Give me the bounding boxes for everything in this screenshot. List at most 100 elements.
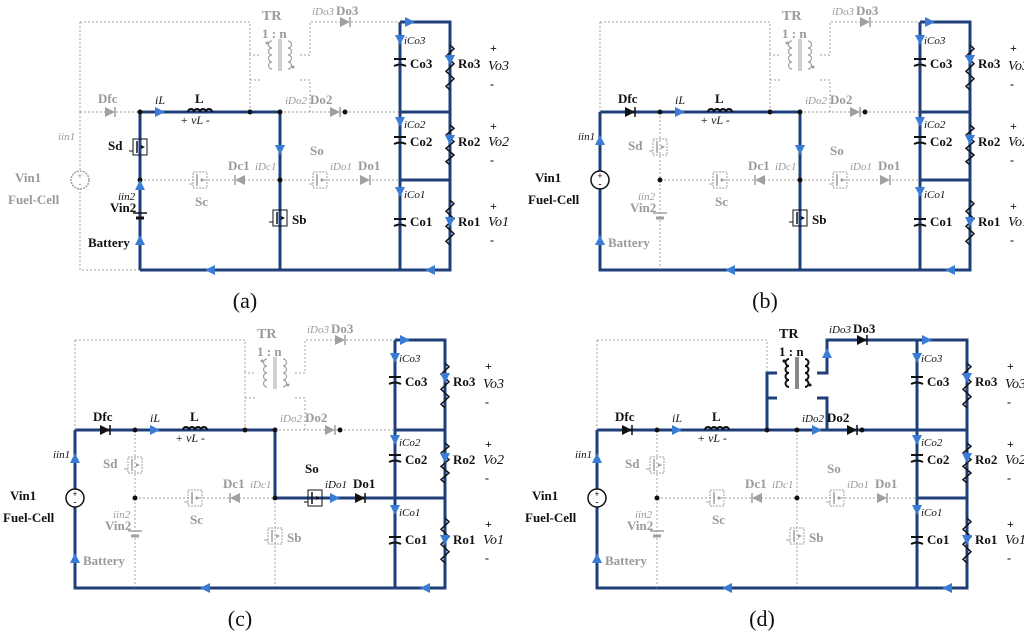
ratio-label: 1 : n bbox=[257, 344, 282, 359]
iin2-arrow bbox=[135, 180, 145, 190]
active-wire bbox=[73, 430, 135, 590]
vo1-label: Vo1 bbox=[483, 533, 504, 548]
iin1-label: iin1 bbox=[53, 449, 70, 461]
vo2-plus: + bbox=[490, 119, 497, 133]
fuelcell-source-plus: + bbox=[72, 489, 77, 499]
transformer-TR-dot2 bbox=[286, 383, 290, 387]
vo1-plus: + bbox=[1010, 199, 1017, 213]
fuelcell-source-plus: + bbox=[77, 171, 82, 181]
il-label: iL bbox=[155, 93, 165, 107]
do3-label: Do3 bbox=[331, 321, 354, 336]
ico2-label: iCo2 bbox=[404, 119, 426, 131]
do3-diode bbox=[335, 335, 345, 345]
ro2-label: Ro2 bbox=[453, 452, 475, 467]
co2-label: Co2 bbox=[405, 452, 427, 467]
ro1-label: Ro1 bbox=[975, 532, 997, 547]
arrow-top-right bbox=[400, 335, 410, 345]
switch-sd-body bbox=[136, 463, 140, 467]
switch-sd bbox=[649, 456, 665, 474]
junction-node bbox=[764, 427, 770, 433]
inactive-wire bbox=[80, 21, 251, 55]
junction-node bbox=[137, 109, 143, 115]
iin1-arrow bbox=[592, 453, 602, 463]
inactive-wire bbox=[300, 21, 400, 56]
sd-label: Sd bbox=[103, 456, 118, 471]
switch-sc-body bbox=[718, 496, 722, 500]
resistor-ro3 bbox=[444, 44, 456, 91]
transformer-TR-dot2 bbox=[808, 383, 812, 387]
inactive-wire bbox=[75, 339, 246, 373]
capacitor-co3-plate-bottom bbox=[393, 63, 407, 67]
sc-label: Sc bbox=[715, 194, 728, 209]
vo1-plus: + bbox=[485, 517, 492, 531]
arrow-ro3 bbox=[965, 55, 975, 65]
capacitor-co1-plate-bottom bbox=[388, 541, 402, 545]
ico2-label: iCo2 bbox=[924, 119, 946, 131]
dc1-diode bbox=[752, 493, 762, 503]
vo3-plus: + bbox=[490, 41, 497, 55]
arrow-bottom-right bbox=[942, 583, 952, 593]
idc1-label: iDc1 bbox=[772, 479, 793, 491]
vo2-plus: + bbox=[1010, 119, 1017, 133]
dfc-label: Dfc bbox=[615, 409, 635, 424]
arrow-ro3 bbox=[962, 373, 972, 383]
transformer-TR-dot1 bbox=[265, 41, 269, 45]
junction-node bbox=[654, 495, 660, 501]
arrow-co2 bbox=[915, 117, 925, 127]
capacitor-co2-plate-bottom bbox=[388, 459, 402, 463]
transformer-TR-winding bbox=[287, 40, 293, 70]
do1-diode bbox=[355, 493, 365, 503]
switch-so bbox=[307, 489, 323, 507]
ido2-label: iDo2 bbox=[285, 95, 308, 107]
ratio-label: 1 : n bbox=[782, 26, 807, 41]
vo1-minus: - bbox=[1010, 233, 1014, 247]
iin1-label: iin1 bbox=[578, 131, 595, 143]
arrow-co1 bbox=[912, 505, 922, 515]
tr-label: TR bbox=[257, 327, 277, 342]
ro3-label: Ro3 bbox=[458, 56, 481, 71]
vin2-label: Vin2 bbox=[105, 518, 131, 533]
ro2-label: Ro2 bbox=[458, 134, 480, 149]
ro3-label: Ro3 bbox=[453, 374, 476, 389]
vo1-label: Vo1 bbox=[488, 215, 509, 230]
junction-node bbox=[132, 495, 138, 501]
vo2-minus: - bbox=[490, 153, 494, 167]
ro2-label: Ro2 bbox=[978, 134, 1000, 149]
ico2-label: iCo2 bbox=[399, 437, 421, 449]
dfc-diode bbox=[625, 107, 635, 117]
panel-caption: (c) bbox=[228, 606, 252, 631]
arrow-co2 bbox=[390, 435, 400, 445]
junction-node bbox=[247, 109, 253, 115]
switch-sb-body bbox=[281, 216, 285, 220]
switch-sd-body bbox=[658, 463, 662, 467]
vo2-label: Vo2 bbox=[488, 135, 509, 150]
do3-label: Do3 bbox=[853, 321, 876, 336]
fuelcell-source bbox=[587, 488, 607, 508]
vo1-minus: - bbox=[1007, 551, 1011, 565]
active-wire bbox=[817, 396, 829, 430]
vo3-plus: + bbox=[1007, 359, 1014, 373]
sc-label: Sc bbox=[190, 512, 203, 527]
battery-label: Battery bbox=[88, 235, 130, 250]
dc1-label: Dc1 bbox=[745, 476, 767, 491]
arrow-bottom-right bbox=[425, 265, 435, 275]
arrow-co1 bbox=[915, 187, 925, 197]
do1-diode bbox=[880, 175, 890, 185]
sd-label: Sd bbox=[625, 456, 640, 471]
arrow-bottom-right bbox=[945, 265, 955, 275]
transformer-TR-winding bbox=[787, 40, 793, 70]
switch-sb-body bbox=[276, 534, 280, 538]
vin2-label: Vin2 bbox=[627, 518, 653, 533]
ro1-label: Ro1 bbox=[978, 214, 1000, 229]
vo2-minus: - bbox=[1010, 153, 1014, 167]
transformer-TR-winding bbox=[807, 40, 813, 70]
switch-sd bbox=[652, 138, 668, 156]
fuelcell-source-minus: - bbox=[596, 497, 599, 507]
switch-sb-body bbox=[798, 534, 802, 538]
iin2-label: iin2 bbox=[118, 191, 136, 203]
switch-sc bbox=[712, 171, 728, 189]
do1-label: Do1 bbox=[358, 158, 380, 173]
junction-node bbox=[657, 177, 663, 183]
